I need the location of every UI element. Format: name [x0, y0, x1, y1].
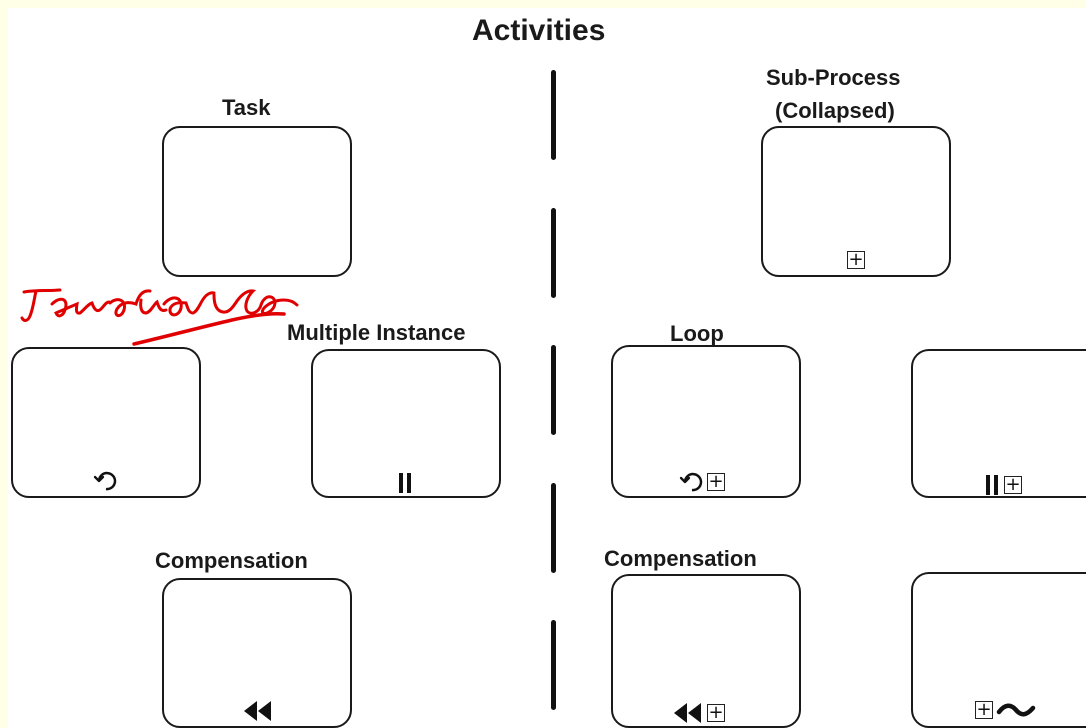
iteration-loop-marker-row — [93, 468, 119, 494]
compensation-task-box — [162, 578, 352, 728]
loop-subprocess-box: + — [611, 345, 801, 498]
subprocess-label-line2: (Collapsed) — [775, 98, 895, 123]
multiple-instance-subprocess-marker-row: + — [982, 472, 1022, 498]
compensation-subprocess-box: + — [611, 574, 801, 728]
subprocess-marker-row: + — [847, 251, 865, 269]
handwritten-note — [18, 282, 310, 352]
multiple-instance-marker-row — [395, 470, 415, 496]
plus-icon: + — [1004, 474, 1022, 495]
subprocess-label-line1: Sub-Process — [766, 65, 901, 90]
plus-icon: + — [707, 471, 725, 492]
iteration-loop-box — [11, 347, 201, 498]
loop-icon — [679, 472, 703, 492]
divider-segment — [551, 208, 556, 298]
compensation-icon — [674, 703, 701, 723]
adhoc-subprocess-marker-row: + — [975, 698, 1037, 722]
task-box — [162, 126, 352, 277]
compensation-subprocess-marker-row: + — [671, 700, 725, 726]
subprocess-collapsed-box: + — [761, 126, 951, 277]
compensation-label-left: Compensation — [155, 548, 308, 573]
compensation-label-right: Compensation — [604, 546, 757, 571]
multiple-instance-subprocess-box: + — [911, 349, 1086, 498]
loop-subprocess-marker-row: + — [679, 469, 725, 495]
handwritten-note-ink — [20, 288, 299, 346]
loop-icon — [93, 471, 117, 491]
page-title: Activities — [472, 14, 606, 47]
divider-segment — [551, 620, 556, 710]
multiple-instance-label: Multiple Instance — [287, 320, 466, 345]
plus-icon: + — [975, 699, 993, 720]
task-label: Task — [222, 95, 271, 120]
loop-label: Loop — [670, 321, 724, 346]
divider-segment — [551, 483, 556, 573]
compensation-task-marker-row — [241, 698, 275, 724]
multiple-instance-box — [311, 349, 501, 498]
plus-icon: + — [847, 249, 865, 270]
divider-segment — [551, 70, 556, 160]
plus-icon: + — [707, 702, 725, 723]
compensation-icon — [244, 701, 271, 721]
divider-segment — [551, 345, 556, 435]
adhoc-icon — [996, 703, 1036, 717]
parallel-icon — [986, 475, 998, 495]
adhoc-subprocess-box: + — [911, 572, 1086, 728]
parallel-icon — [399, 473, 411, 493]
